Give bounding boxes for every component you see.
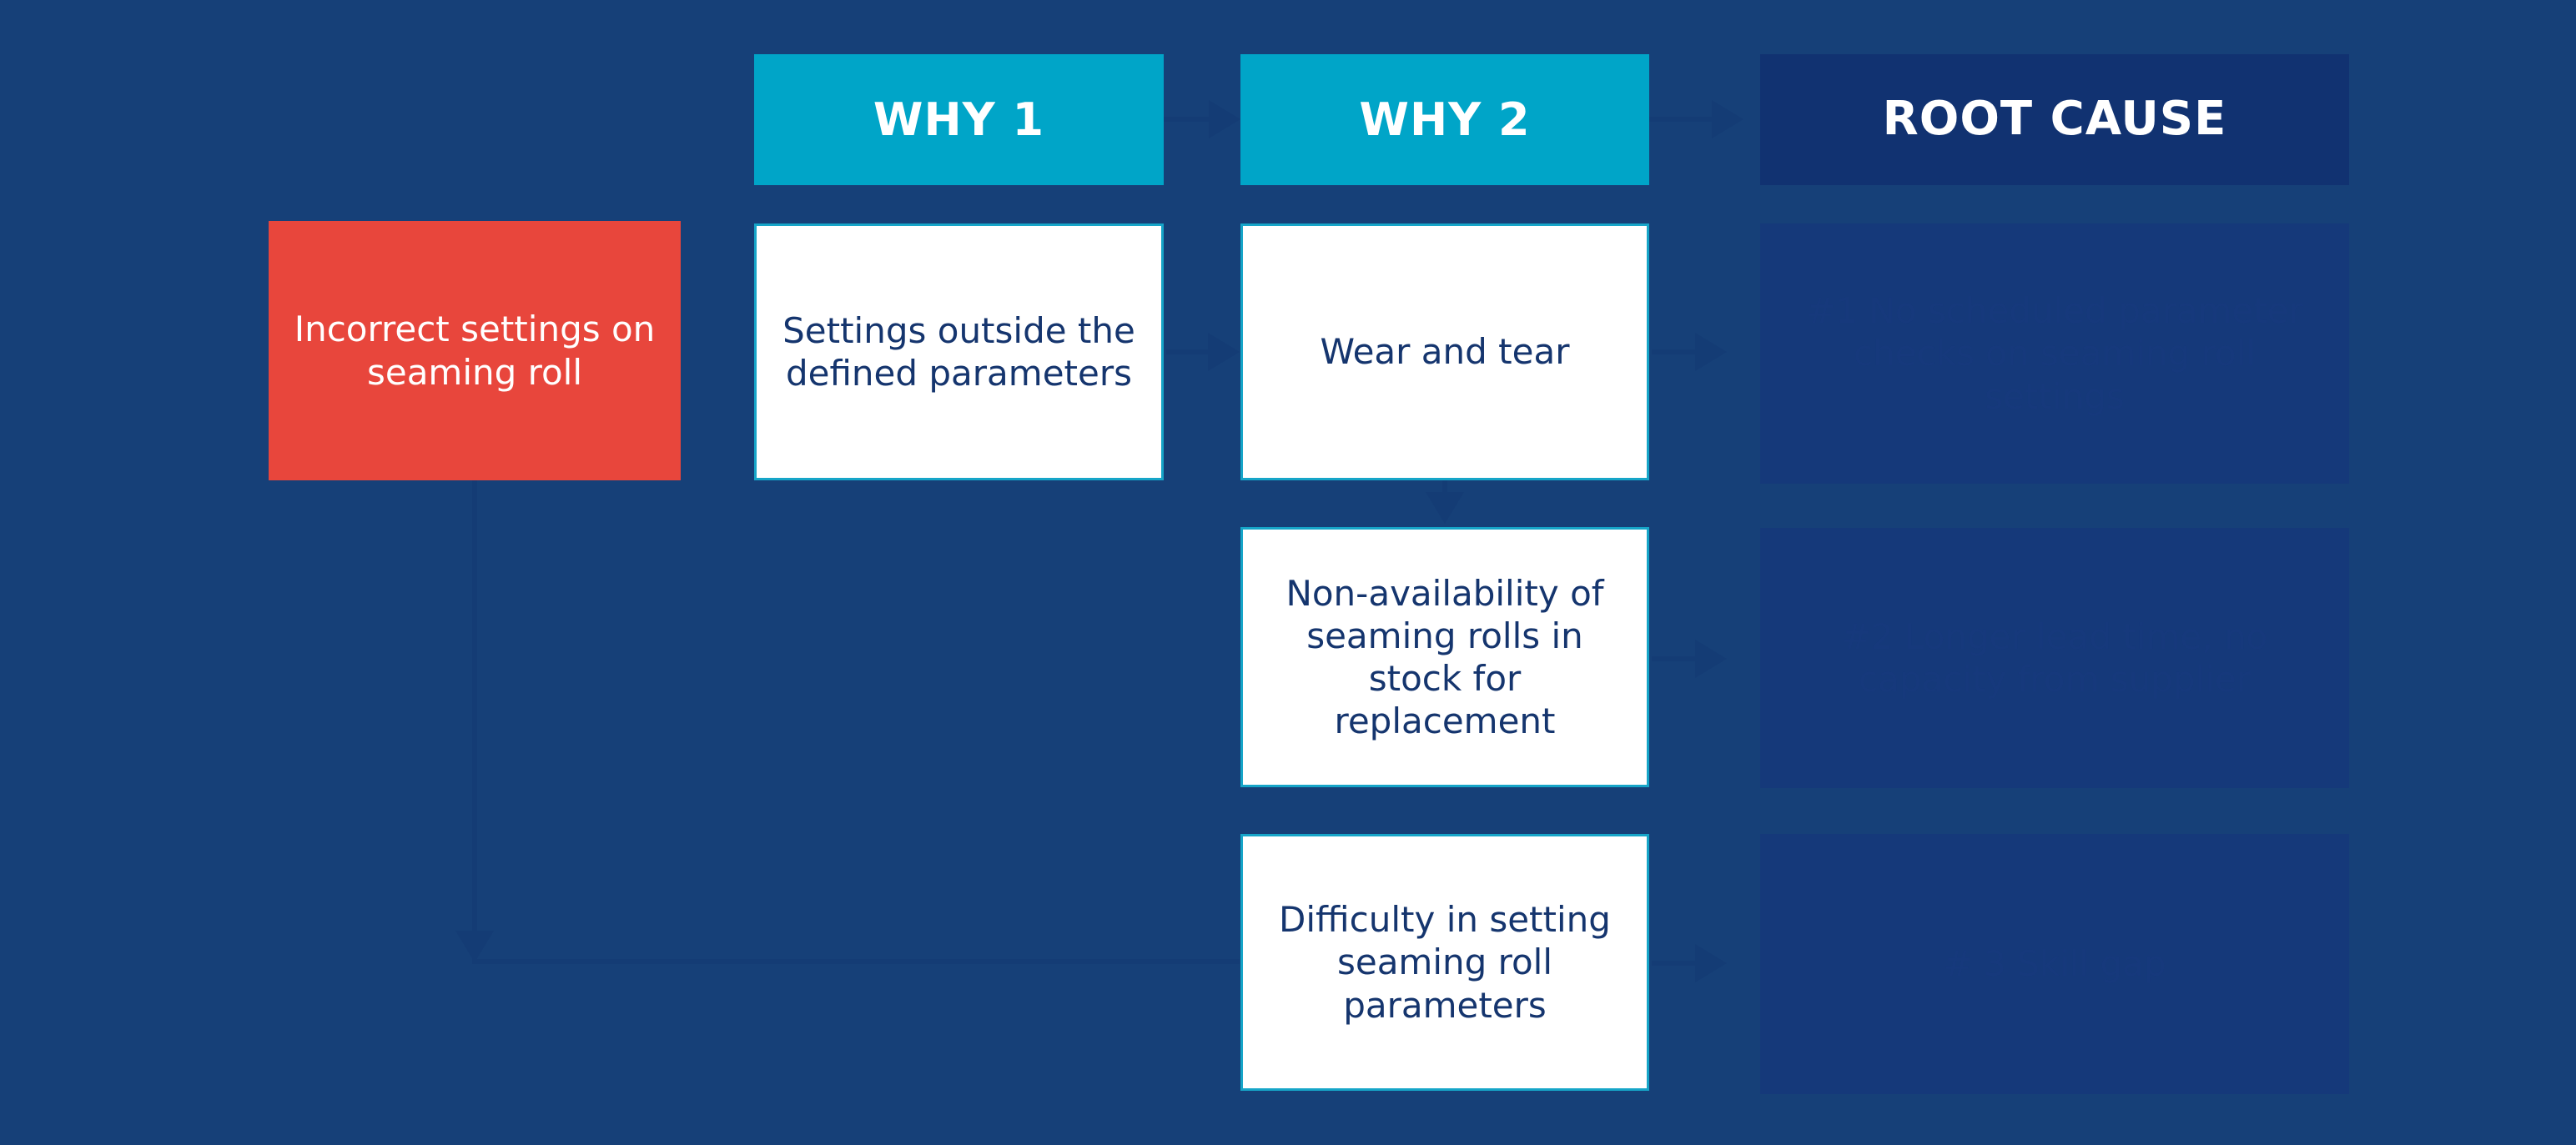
problem-statement-card[interactable]: Incorrect settings on seaming roll [269,221,681,480]
arrow-head-why2-root-2 [1695,640,1727,678]
column-header-root-cause: ROOT CAUSE [1760,54,2349,185]
arrow-head-problem-elbow [455,931,494,962]
arrow-head-header-why1-why2 [1209,100,1240,138]
why2-card-3[interactable]: Difficulty in setting seaming roll param… [1240,834,1649,1091]
connector-line-why2-root-2 [1652,656,1710,661]
connector-line-header-why1-why2 [1164,117,1224,122]
column-header-why2: WHY 2 [1240,54,1649,185]
arrow-head-why2-root-3 [1695,944,1727,982]
arrow-head-header-why2-root [1712,100,1743,138]
connector-line-why2-root-3 [1652,961,1710,966]
connector-line-problem-to-why2-card3 [472,959,1240,964]
why2-card-2[interactable]: Non-availability of seaming rolls in sto… [1240,527,1649,787]
connector-line-problem-down [472,480,477,964]
root-cause-card-1[interactable]: #1 No scheduled parameter checks on seam… [1760,223,2349,484]
column-header-why1: WHY 1 [754,54,1164,185]
why1-card-1[interactable]: Settings outside the defined parameters [754,223,1164,480]
arrow-head-why2-root-1 [1695,333,1727,371]
root-cause-card-2[interactable]: #2 Longer lead time, no capacity from su… [1760,528,2349,788]
connector-line-why2-root-1 [1652,349,1710,354]
why2-card-1[interactable]: Wear and tear [1240,223,1649,480]
root-cause-card-3[interactable]: # 3 Skill gap [1760,834,2349,1094]
arrow-head-why2-card1-card2 [1426,492,1464,524]
connector-line-why1-why2 [1166,349,1223,354]
connector-line-header-why2-root [1649,117,1728,122]
arrow-head-why1-why2 [1208,333,1240,371]
